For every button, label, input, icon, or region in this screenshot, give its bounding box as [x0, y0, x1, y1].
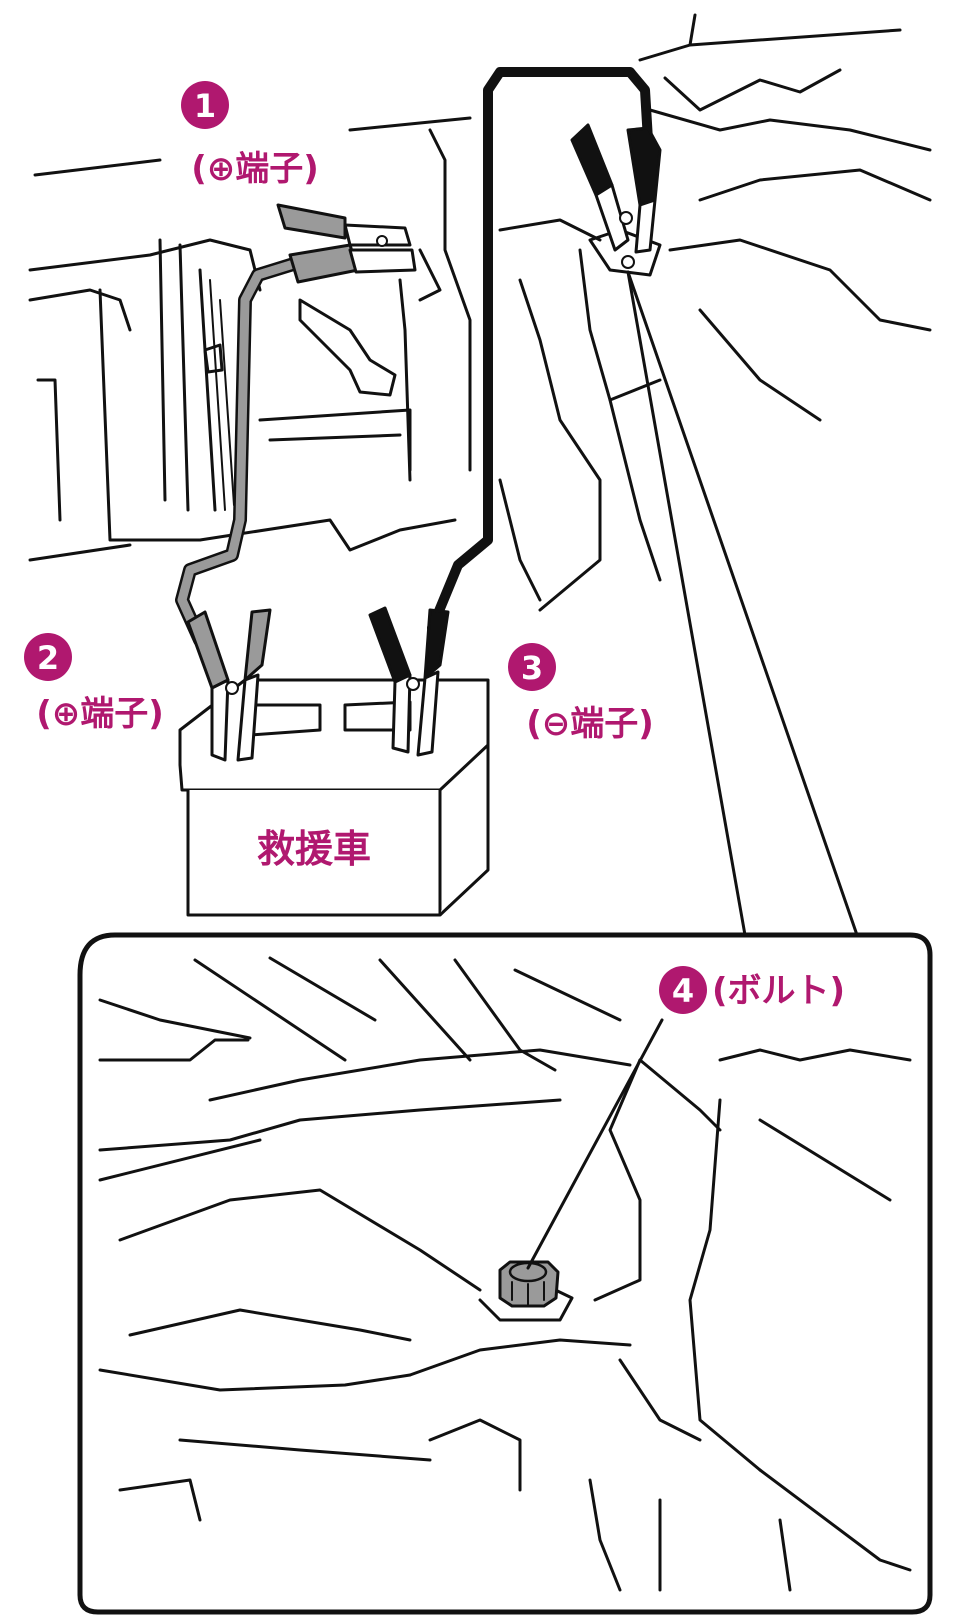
label-step-4: 4 (ボルト) [659, 966, 845, 1014]
step-1-badge [181, 81, 229, 129]
label-step-1: 1 (⊕端子) [181, 81, 319, 189]
clamp-positive-upper [276, 203, 417, 284]
step-4-number: 4 [672, 972, 694, 1010]
step-2-number: 2 [37, 639, 59, 677]
clamp-ground [570, 123, 662, 269]
clamp-negative-battery [368, 606, 450, 757]
step-3-text: (⊖端子) [526, 704, 654, 744]
step-2-badge [24, 633, 72, 681]
step-3-number: 3 [521, 649, 543, 687]
engine-bay-outline [28, 13, 932, 612]
label-step-3: 3 (⊖端子) [508, 643, 654, 744]
detail-box [77, 932, 933, 1615]
clamp-positive-battery [186, 608, 272, 762]
step-1-number: 1 [194, 87, 216, 125]
positive-cable [175, 255, 307, 647]
label-step-2: 2 (⊕端子) [24, 633, 164, 734]
step-3-badge [508, 643, 556, 691]
negative-cable [427, 67, 653, 633]
step-4-badge [659, 966, 707, 1014]
step-2-text: (⊕端子) [36, 694, 164, 734]
detail-leader-lines [626, 270, 859, 937]
battery-label: 救援車 [257, 827, 371, 871]
step-1-text: (⊕端子) [191, 149, 319, 189]
step-4-text: (ボルト) [712, 971, 845, 1011]
